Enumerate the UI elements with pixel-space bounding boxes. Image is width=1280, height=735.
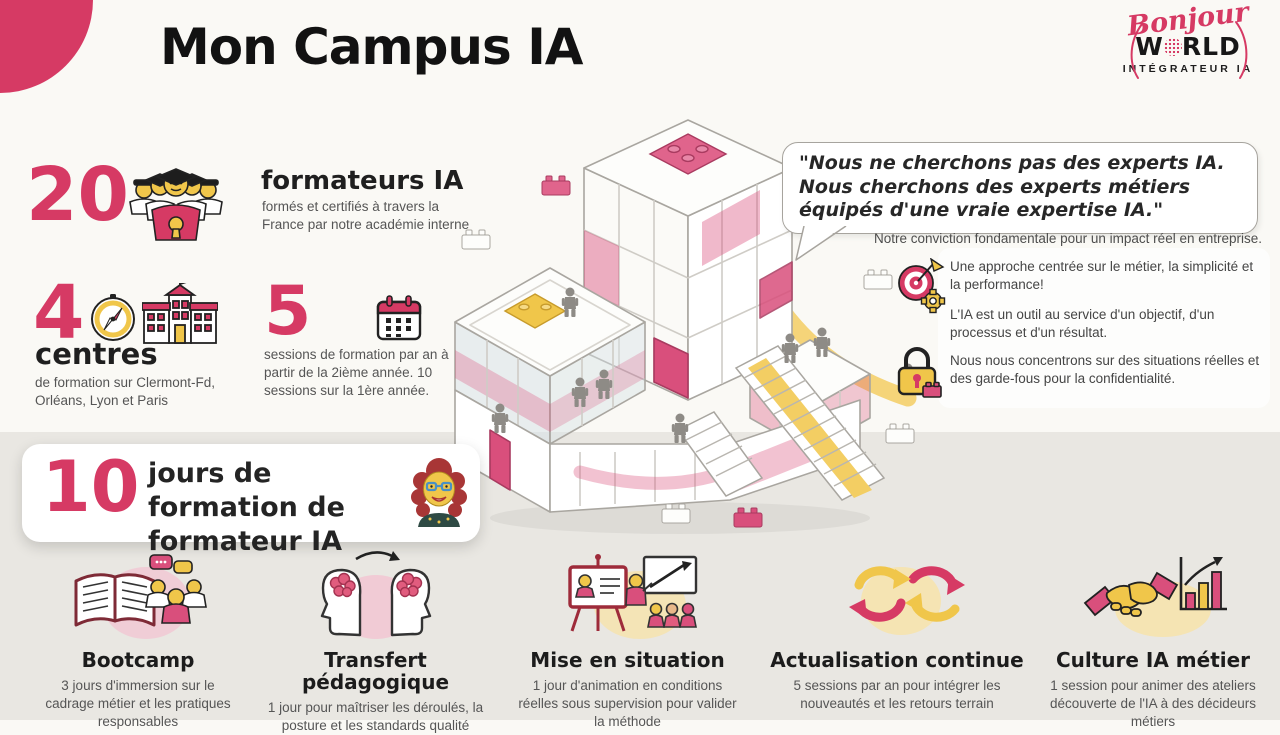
program-desc: 1 jour d'animation en conditions réelles… <box>518 678 737 729</box>
stat-jours-label: jours de formation de formateur IA <box>148 458 345 557</box>
quote-bubble-tail <box>795 226 847 261</box>
program-bootcamp: Bootcamp 3 jours d'immersion sur le cadr… <box>28 545 248 730</box>
program-actualisation: Actualisation continue 5 sessions par an… <box>768 545 1026 713</box>
program-title: Mise en situation <box>530 648 725 672</box>
presentation-icon <box>567 554 697 639</box>
stat-sessions-value: 5 <box>264 272 312 351</box>
jours-formation-card: 10 jours de formation de formateur IA <box>22 444 480 557</box>
graduates-icon <box>129 168 223 241</box>
campus-building-illustration <box>454 119 917 534</box>
lock-icon <box>897 347 942 398</box>
program-title: Transfert pédagogique <box>301 648 450 694</box>
program-desc: 1 session pour animer des ateliers décou… <box>1050 678 1256 729</box>
page-title: Mon Campus IA <box>160 18 583 76</box>
quote-caption: Notre conviction fondamentale pour un im… <box>874 231 1262 246</box>
program-title: Culture IA métier <box>1055 648 1251 672</box>
stat-centres-label: centres <box>35 337 158 371</box>
stat-formateurs-desc: formés et certifiés à travers la France … <box>262 199 470 232</box>
convictions-panel <box>938 248 1270 408</box>
brain-transfer-icon <box>320 551 431 639</box>
logo-dotted-o <box>1163 38 1182 56</box>
logo-subtitle: INTÉGRATEUR IA <box>1122 62 1254 75</box>
program-desc: 1 jour pour maîtriser les déroulés, la p… <box>267 700 484 733</box>
conviction-item: Une approche centrée sur le métier, la s… <box>950 259 1254 293</box>
program-desc: 3 jours d'immersion sur le cadrage métie… <box>45 678 231 729</box>
program-desc: 5 sessions par an pour intégrer les nouv… <box>793 678 1001 711</box>
program-title: Actualisation continue <box>770 648 1024 672</box>
calendar-icon <box>376 295 422 341</box>
stat-formateurs-value: 20 <box>26 152 129 238</box>
school-icon <box>142 283 218 344</box>
stat-sessions-desc: sessions de formation par an à partir de… <box>264 347 449 398</box>
trainer-avatar <box>411 458 467 527</box>
corner-accent-shape <box>0 0 93 93</box>
program-transfert: Transfert pédagogique 1 jour pour maîtri… <box>258 545 493 735</box>
program-mise-en-situation: Mise en situation 1 jour d'animation en … <box>510 545 745 730</box>
handshake-chart-icon <box>1083 557 1227 637</box>
stat-centres-desc: de formation sur Clermont-Fd, Orléans, L… <box>35 375 216 408</box>
stat-jours-value: 10 <box>42 446 140 528</box>
stat-formateurs-label: formateurs IA <box>261 166 464 196</box>
conviction-item: L'IA est un outil au service d'un object… <box>950 307 1215 341</box>
quote-bubble: "Nous ne cherchons pas des experts IA. N… <box>782 142 1258 234</box>
logo-swash-icon <box>1130 21 1248 79</box>
book-people-icon <box>74 554 207 639</box>
refresh-arrows-icon <box>849 566 965 635</box>
program-title: Bootcamp <box>81 648 195 672</box>
compass-icon <box>91 294 135 341</box>
program-culture: Culture IA métier 1 session pour animer … <box>1032 545 1274 730</box>
stat-centres-value: 4 <box>33 270 85 356</box>
target-icon <box>898 258 946 314</box>
conviction-item: Nous nous concentrons sur des situations… <box>950 353 1260 387</box>
